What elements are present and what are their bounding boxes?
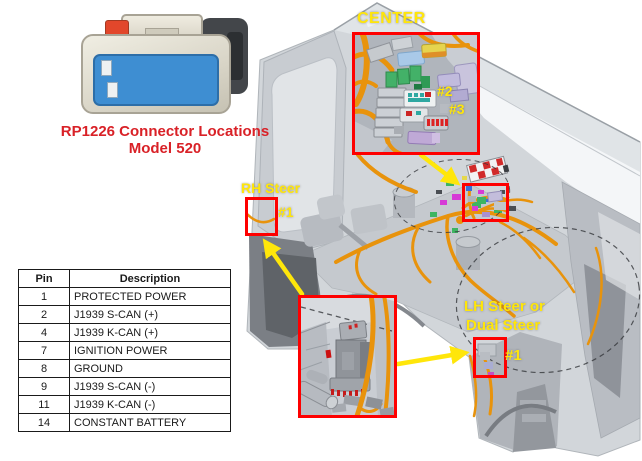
caption-line-2: Model 520 <box>128 140 202 157</box>
highlight-box-center-detail <box>352 32 480 155</box>
label-lh-steer-item-1: #1 <box>505 347 522 364</box>
label-lh-steer-line-1: LH Steer or <box>464 298 545 315</box>
connector-pin-insert <box>93 54 219 106</box>
label-center-item-2: #2 <box>437 83 453 99</box>
label-center-item-3: #3 <box>449 101 465 117</box>
connector-pin <box>101 60 112 76</box>
connector-back-tab <box>227 32 243 80</box>
highlight-box-center-connector <box>462 183 509 222</box>
caption-line-1: RP1226 Connector Locations <box>60 123 270 140</box>
highlight-box-floor-detail <box>298 295 397 418</box>
callout-arrows <box>262 152 470 367</box>
label-center: CENTER <box>357 10 426 27</box>
connector-pin <box>107 82 118 98</box>
highlight-box-lh-steer <box>473 337 507 378</box>
connector-photo <box>75 6 255 120</box>
label-rh-steer: RH Steer <box>241 180 301 196</box>
figure-caption: RP1226 Connector Locations Model 520 <box>40 123 290 157</box>
label-rh-steer-item-1: #1 <box>278 204 294 220</box>
label-lh-steer-line-2: Dual Steer <box>466 317 541 334</box>
highlight-box-rh-steer <box>245 197 278 236</box>
